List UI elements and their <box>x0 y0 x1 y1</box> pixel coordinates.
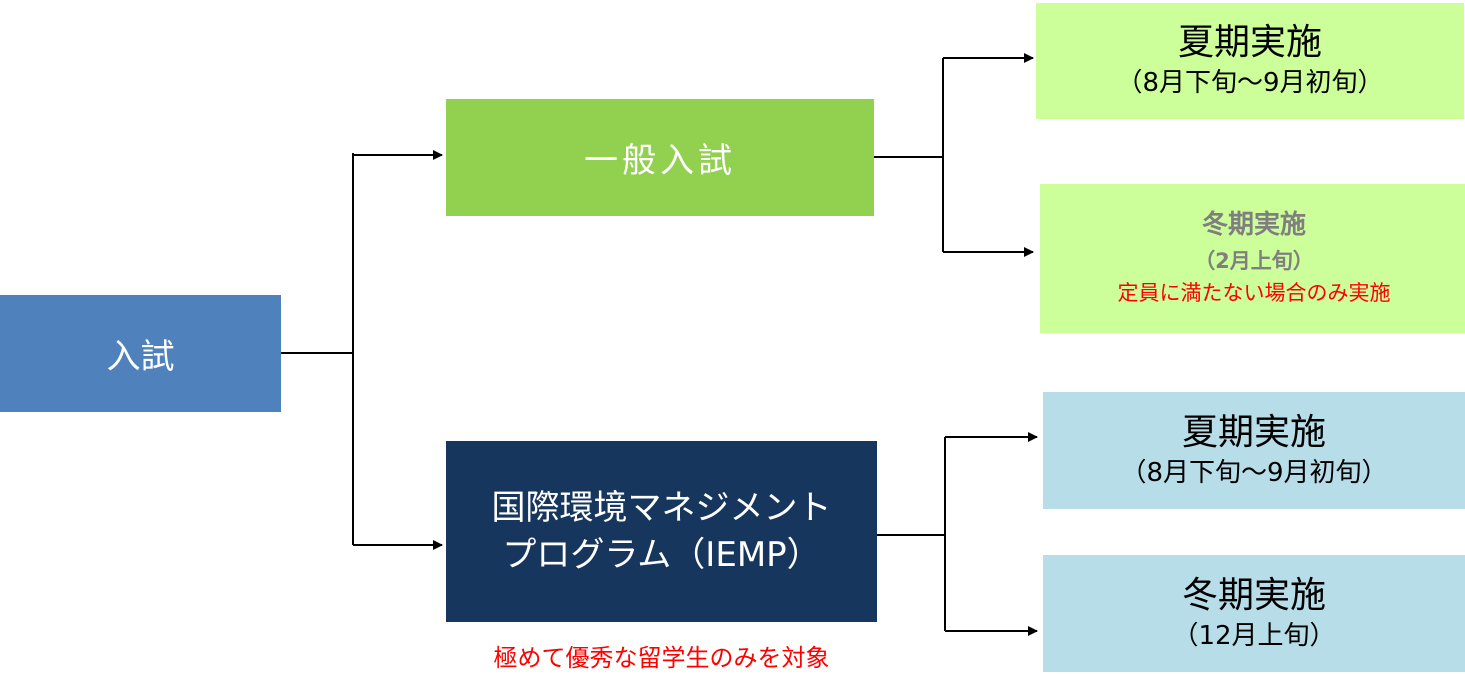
root-exam-label: 入試 <box>106 337 175 377</box>
iemp-note: 極めて優秀な留学生のみを対象 <box>493 644 830 672</box>
iemp-summer-period: （8月下旬～9月初旬） <box>1120 457 1388 488</box>
general-winter-box: 冬期実施 （2月上旬） 定員に満たない場合のみ実施 <box>1040 184 1465 333</box>
iemp-summer-title: 夏期実施 <box>1181 411 1326 453</box>
general-summer-title: 夏期実施 <box>1177 22 1322 64</box>
iemp-winter-box: 冬期実施 （12月上旬） <box>1043 555 1465 672</box>
general-winter-note: 定員に満たない場合のみ実施 <box>1117 281 1391 306</box>
iemp-label-line1: 国際環境マネジメント <box>491 487 832 528</box>
general-winter-period: （2月上旬） <box>1194 248 1314 273</box>
general-exam-label: 一般入試 <box>584 141 736 181</box>
general-exam-box: 一般入試 <box>446 99 874 216</box>
general-summer-box: 夏期実施 （8月下旬～9月初旬） <box>1036 3 1464 119</box>
iemp-winter-title: 冬期実施 <box>1181 574 1326 616</box>
general-summer-period: （8月下旬～9月初旬） <box>1116 68 1384 99</box>
general-winter-title: 冬期実施 <box>1201 210 1306 241</box>
iemp-summer-box: 夏期実施 （8月下旬～9月初旬） <box>1043 392 1465 509</box>
iemp-box: 国際環境マネジメント プログラム（IEMP） <box>446 441 877 622</box>
root-exam-box: 入試 <box>0 295 281 412</box>
iemp-label-line2: プログラム（IEMP） <box>502 534 821 575</box>
iemp-winter-period: （12月上旬） <box>1172 620 1336 651</box>
